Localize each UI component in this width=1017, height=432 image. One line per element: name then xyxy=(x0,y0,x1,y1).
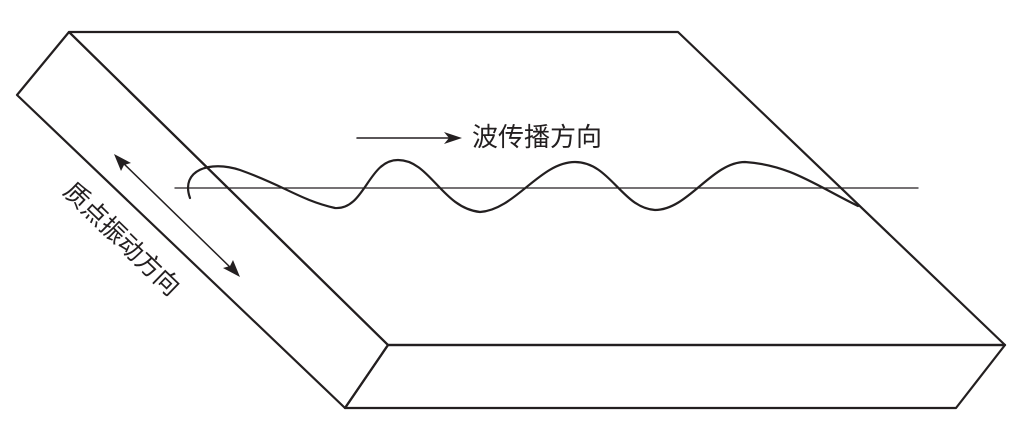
surface-wave-curve xyxy=(187,158,860,214)
plate-front-face xyxy=(343,343,1007,410)
vibration-arrowhead-down xyxy=(223,260,240,277)
vibration-arrowhead-up xyxy=(114,154,131,171)
propagation-direction-label: 波传播方向 xyxy=(472,123,602,153)
propagation-arrowhead xyxy=(444,132,462,144)
vibration-arrow-shaft xyxy=(119,159,234,271)
plate-left-side-face xyxy=(15,30,390,410)
